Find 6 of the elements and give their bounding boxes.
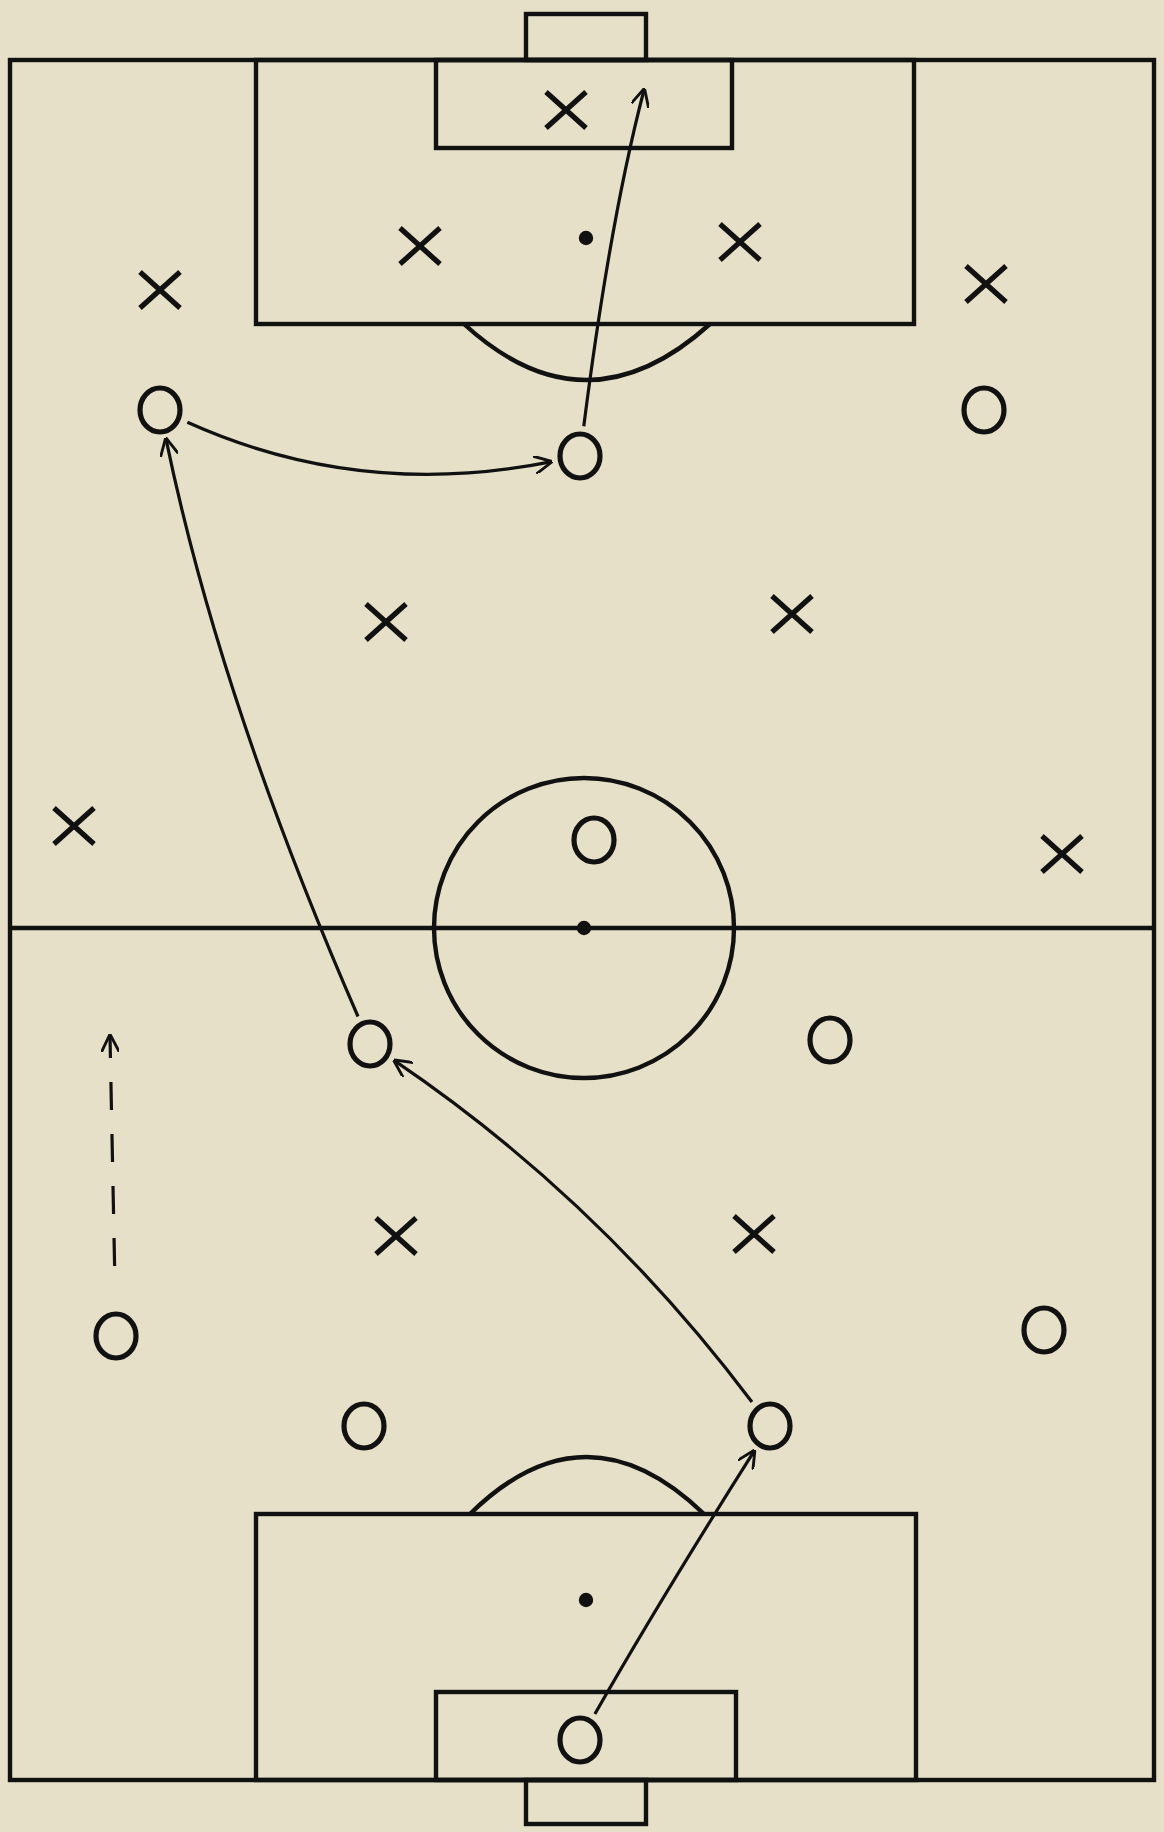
arrow (99, 1032, 121, 1267)
arrow (593, 1448, 757, 1715)
arrow (391, 1058, 754, 1403)
arrow (159, 436, 360, 1018)
arrow (186, 420, 554, 476)
arrow (582, 86, 651, 427)
